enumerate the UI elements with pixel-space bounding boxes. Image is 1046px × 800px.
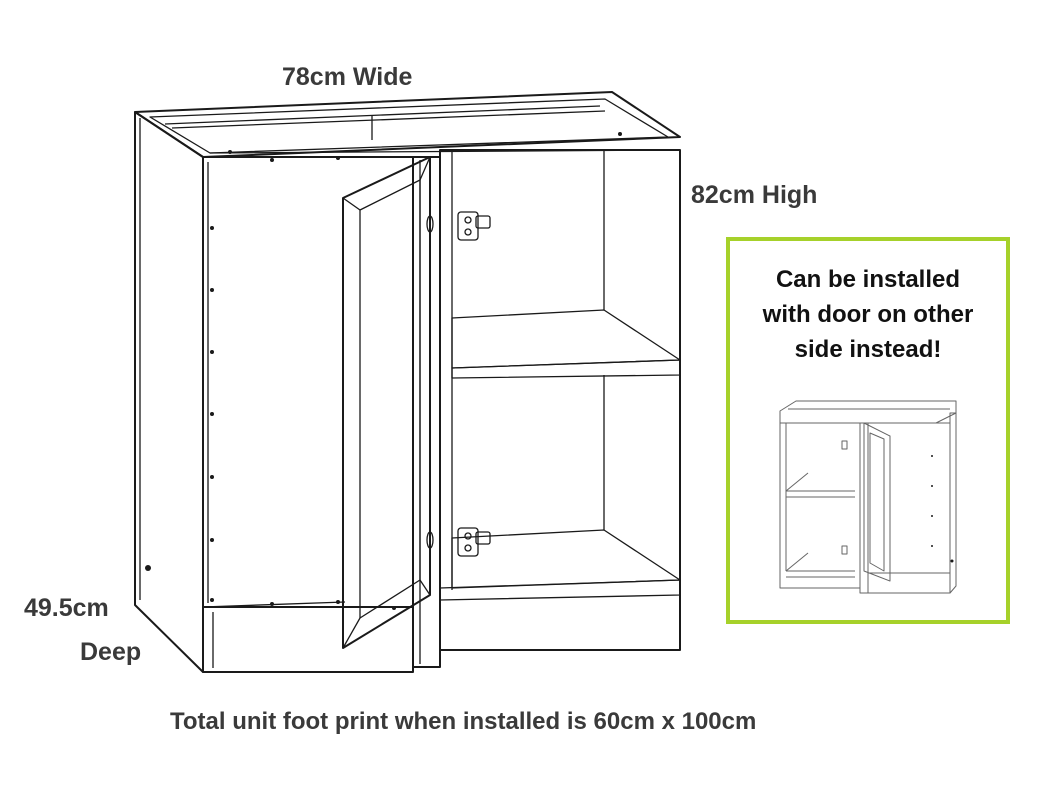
corner-cabinet-mirrored-drawing xyxy=(779,400,957,594)
note-line-2: with door on other xyxy=(762,300,974,328)
depth-value-label: 49.5cm xyxy=(24,594,109,622)
height-label: 82cm High xyxy=(691,181,818,209)
alternate-install-note: Can be installed with door on other side… xyxy=(726,237,1010,624)
width-label: 78cm Wide xyxy=(282,63,413,91)
note-line-1: Can be installed xyxy=(775,266,961,293)
note-text: Can be installed with door on other side… xyxy=(730,263,1006,367)
depth-word-label: Deep xyxy=(80,638,142,666)
note-line-3: side instead! xyxy=(794,335,942,363)
footprint-caption: Total unit foot print when installed is … xyxy=(170,708,757,735)
